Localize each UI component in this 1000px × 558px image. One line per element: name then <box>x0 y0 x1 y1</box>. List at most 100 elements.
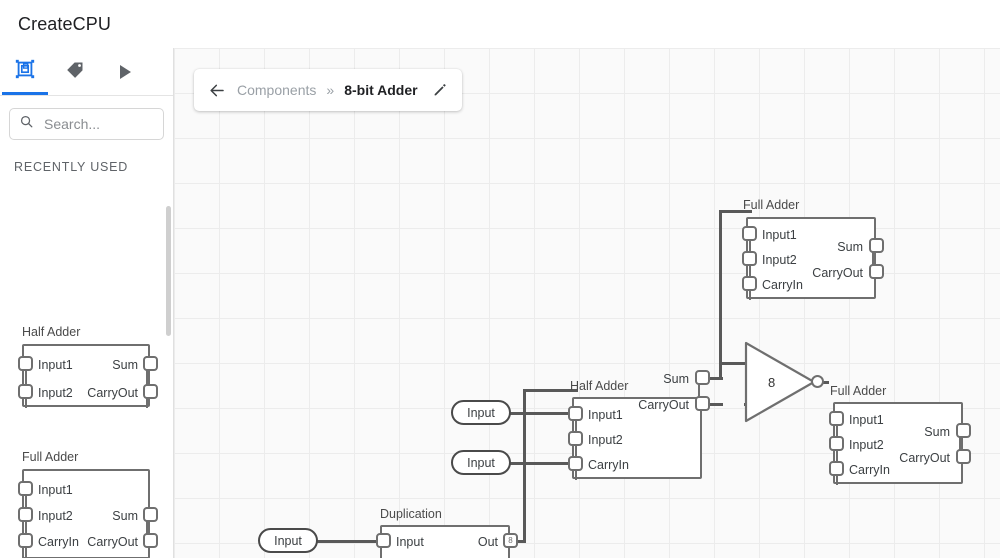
node-port-label: Input1 <box>762 228 797 242</box>
palette-port-input[interactable] <box>18 481 33 496</box>
node-port-input1[interactable] <box>829 411 844 426</box>
palette-chip-body <box>22 344 150 407</box>
node-port-out[interactable]: 8 <box>503 533 518 548</box>
node-title: Full Adder <box>743 198 800 212</box>
node-body[interactable] <box>833 402 963 484</box>
palette-port-label: Input2 <box>38 509 73 523</box>
node-port-label: Sum <box>837 240 863 254</box>
tab-tags[interactable] <box>50 48 100 95</box>
port-rail <box>959 425 961 457</box>
wire <box>719 210 722 379</box>
schematic-canvas[interactable]: Components » 8-bit Adder <box>174 48 1000 558</box>
node-port-carryout[interactable] <box>869 264 884 279</box>
buffer-width-label: 8 <box>768 375 776 390</box>
node-port-carryin[interactable] <box>742 276 757 291</box>
node-port-carryin[interactable] <box>568 456 583 471</box>
input-pill-2[interactable]: Input <box>451 450 511 475</box>
palette-port-output[interactable] <box>143 533 158 548</box>
node-port-input2[interactable] <box>568 431 583 446</box>
palette-port-label: Input2 <box>38 386 73 400</box>
pencil-icon[interactable] <box>432 82 448 98</box>
palette-port-label: CarryOut <box>87 386 138 400</box>
palette-port-input[interactable] <box>18 356 33 371</box>
breadcrumb-separator: » <box>326 82 335 98</box>
port-rail <box>872 240 874 272</box>
wire <box>523 389 526 542</box>
node-title: Full Adder <box>830 384 887 398</box>
palette-title: Half Adder <box>22 325 81 339</box>
palette-port-label: Sum <box>112 509 138 523</box>
port-rail <box>146 356 148 408</box>
node-port-input1[interactable] <box>568 406 583 421</box>
search-icon <box>10 114 34 134</box>
palette-title: Full Adder <box>22 450 79 464</box>
sidebar-scrollbar[interactable] <box>166 206 171 336</box>
wire <box>504 462 576 465</box>
app-title: CreateCPU <box>18 13 111 34</box>
buffer-shape[interactable] <box>744 341 816 423</box>
chip-icon <box>14 58 36 85</box>
node-port-label: CarryIn <box>588 458 629 472</box>
node-port-sum[interactable] <box>869 238 884 253</box>
node-port-label: Input1 <box>849 413 884 427</box>
palette-port-input[interactable] <box>18 533 33 548</box>
port-rail <box>25 356 27 408</box>
node-title: Duplication <box>380 507 442 521</box>
wire <box>719 362 759 365</box>
node-port-label: CarryIn <box>762 278 803 292</box>
node-port-carryout[interactable] <box>695 396 710 411</box>
port-rail <box>146 507 148 539</box>
palette-port-input[interactable] <box>18 384 33 399</box>
palette-port-output[interactable] <box>143 507 158 522</box>
node-port-label: Input1 <box>588 408 623 422</box>
node-port-sum[interactable] <box>695 370 710 385</box>
breadcrumb-current: 8-bit Adder <box>344 82 418 98</box>
node-port-input2[interactable] <box>829 436 844 451</box>
search-box[interactable] <box>9 108 164 140</box>
breadcrumb: Components » 8-bit Adder <box>194 69 462 111</box>
sidebar: RECENTLY USED Half Adder Input1 Input2 S… <box>0 48 174 558</box>
wire <box>523 389 578 392</box>
node-port-label: Out <box>477 535 498 549</box>
node-port-label: CarryOut <box>638 398 689 412</box>
breadcrumb-parent[interactable]: Components <box>237 82 317 98</box>
node-port-label: CarryIn <box>849 463 890 477</box>
title-bar: CreateCPU <box>0 0 1000 48</box>
palette-port-output[interactable] <box>143 384 158 399</box>
node-port-label: Input2 <box>588 433 623 447</box>
tag-icon <box>65 59 86 85</box>
tab-run[interactable] <box>100 48 150 95</box>
search-input[interactable] <box>42 115 152 133</box>
wire <box>701 377 723 380</box>
buffer-output-port[interactable] <box>811 375 824 388</box>
palette-port-label: Input1 <box>38 358 73 372</box>
input-pill-3[interactable]: Input <box>258 528 318 553</box>
port-rail <box>698 372 700 408</box>
wire <box>719 210 752 213</box>
palette-port-label: CarryOut <box>87 535 138 549</box>
bus-width-label: 8 <box>508 535 513 545</box>
input-pill-1[interactable]: Input <box>451 400 511 425</box>
node-port-label: Sum <box>663 372 689 386</box>
input-pill-label: Input <box>467 405 495 420</box>
node-port-input[interactable] <box>376 533 391 548</box>
tab-components[interactable] <box>0 48 50 95</box>
palette-port-label: CarryIn <box>38 535 79 549</box>
node-port-label: Input2 <box>849 438 884 452</box>
input-pill-label: Input <box>467 455 495 470</box>
wire <box>503 412 576 415</box>
palette-port-input[interactable] <box>18 507 33 522</box>
node-port-carryin[interactable] <box>829 461 844 476</box>
palette-port-output[interactable] <box>143 356 158 371</box>
input-pill-label: Input <box>274 533 302 548</box>
node-port-input1[interactable] <box>742 226 757 241</box>
node-port-sum[interactable] <box>956 423 971 438</box>
node-port-input2[interactable] <box>742 251 757 266</box>
node-port-label: CarryOut <box>812 266 863 280</box>
node-body[interactable] <box>572 397 702 479</box>
node-port-carryout[interactable] <box>956 449 971 464</box>
node-port-label: Input <box>396 535 424 549</box>
node-port-label: Sum <box>924 425 950 439</box>
arrow-left-icon[interactable] <box>208 81 227 100</box>
